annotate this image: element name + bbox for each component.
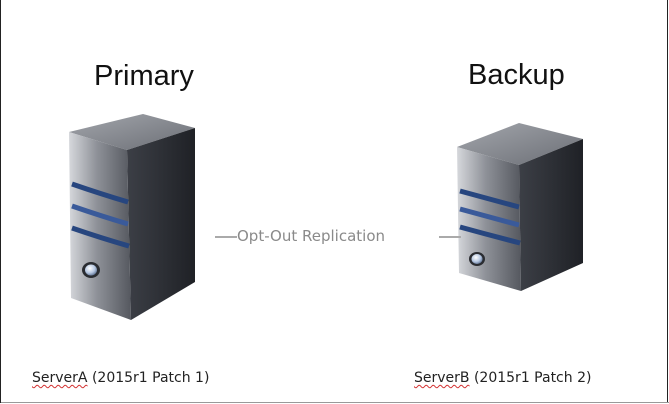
server-tower-icon	[457, 123, 583, 291]
server-a-caption: ServerA (2015r1 Patch 1)	[32, 370, 209, 386]
replication-label: Opt-Out Replication	[237, 227, 386, 245]
frame-bottom-border	[1, 402, 669, 403]
server-b-caption: ServerB (2015r1 Patch 2)	[414, 370, 591, 386]
primary-title: Primary	[94, 60, 194, 92]
server-b-name: ServerB	[414, 370, 470, 386]
replication-connector-right	[439, 236, 461, 238]
server-b-version: (2015r1 Patch 2)	[469, 370, 592, 386]
server-a-version: (2015r1 Patch 1)	[87, 370, 210, 386]
server-tower-icon	[69, 114, 195, 320]
server-a-name: ServerA	[32, 370, 88, 386]
replication-connector-left	[215, 236, 237, 238]
backup-title: Backup	[468, 59, 565, 91]
